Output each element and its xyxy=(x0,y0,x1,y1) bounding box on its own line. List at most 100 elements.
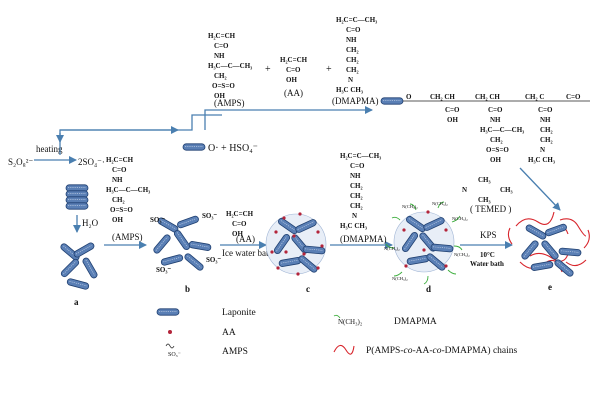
svg-text:NH: NH xyxy=(214,52,225,60)
svg-text:C=O: C=O xyxy=(566,93,581,101)
svg-text:C=O: C=O xyxy=(538,106,553,114)
dmapma-structure-mid: H₂C=C—CH₃ C=O NH CH₂ CH₂ CH₂ N H₃C CH₃ (… xyxy=(340,152,387,244)
svg-text:OH: OH xyxy=(447,116,458,124)
svg-text:C=O: C=O xyxy=(232,220,247,228)
legend-dmapma-label: DMAPMA xyxy=(394,317,437,327)
legend-chains-label: P(AMPS-co-AA-co-DMAPMA) chains xyxy=(366,345,518,356)
plus-sign-1: + xyxy=(265,64,271,75)
stage-label-d: d xyxy=(426,284,431,294)
svg-text:C=O: C=O xyxy=(488,106,503,114)
laponite-radical-disc xyxy=(182,143,206,151)
svg-text:CH₂ C: CH₂ C xyxy=(525,93,544,101)
svg-text:OH: OH xyxy=(232,230,243,238)
legend-aa-label: AA xyxy=(222,328,236,338)
legend-amps-label: AMPS xyxy=(222,347,248,357)
kps-label: KPS xyxy=(480,230,497,240)
svg-text:N(CH₃)₂: N(CH₃)₂ xyxy=(432,201,448,206)
svg-text:O: O xyxy=(406,93,412,101)
svg-text:H₂C=CH: H₂C=CH xyxy=(226,210,254,218)
svg-text:C=O: C=O xyxy=(445,106,460,114)
svg-text:SO₃⁻: SO₃⁻ xyxy=(150,216,165,224)
svg-text:N: N xyxy=(540,146,545,154)
amps-structure-top: H₂C=CH C=O NH H₃C—C—CH₃ CH₂ O=S=O OH (AM… xyxy=(208,32,252,108)
svg-text:H₂C=CH: H₂C=CH xyxy=(208,32,236,40)
legend-dmapma-icon: N(CH₃)₂ xyxy=(333,314,363,326)
amps-name-top: (AMPS) xyxy=(214,98,245,108)
svg-text:H₂C=CH: H₂C=CH xyxy=(280,56,308,64)
dmapma-name-top: (DMAPMA) xyxy=(332,96,379,106)
temp-label: 10°C xyxy=(480,251,495,259)
svg-text:Ice water bath: Ice water bath xyxy=(222,248,273,258)
svg-text:O=S=O: O=S=O xyxy=(110,206,133,214)
svg-text:CH₂ CH: CH₂ CH xyxy=(430,93,455,101)
svg-text:CH₃: CH₃ xyxy=(478,196,491,204)
legend-amps-icon: SO₃⁻ xyxy=(165,343,181,358)
sulfate-radical-label: 2SO₄⁻· xyxy=(78,157,105,167)
svg-text:CH₂: CH₂ xyxy=(346,46,359,54)
svg-text:SO₃⁻: SO₃⁻ xyxy=(206,256,221,264)
stage-c-laponite xyxy=(265,212,327,276)
svg-text:CH₃: CH₃ xyxy=(500,186,513,194)
svg-text:CH₂: CH₂ xyxy=(540,136,553,144)
svg-text:SO₃⁻: SO₃⁻ xyxy=(168,352,181,358)
svg-text:O=S=O: O=S=O xyxy=(486,146,509,154)
svg-text:CH₂: CH₂ xyxy=(350,182,363,190)
svg-text:CH₂: CH₂ xyxy=(346,56,359,64)
svg-text:(DMAPMA): (DMAPMA) xyxy=(340,234,387,244)
aa-name-top: (AA) xyxy=(284,88,303,98)
svg-text:N: N xyxy=(462,186,467,194)
svg-text:H₂C=C—CH₃: H₂C=C—CH₃ xyxy=(336,16,377,24)
stage-label-c: c xyxy=(306,284,310,294)
svg-text:(AA): (AA) xyxy=(236,234,255,244)
svg-text:N(CH₃)₂: N(CH₃)₂ xyxy=(454,252,470,257)
water-bath-label: Water bath xyxy=(470,260,504,268)
svg-text:NH: NH xyxy=(490,116,501,124)
svg-text:H₃C CH₃: H₃C CH₃ xyxy=(336,86,363,94)
legend-aa-icon xyxy=(168,330,172,334)
svg-text:H₂C=CH: H₂C=CH xyxy=(106,156,134,164)
stage-e-hydrogel xyxy=(507,211,590,278)
stage-b-laponite: SO₃⁻ SO₃⁻ SO₃⁻ SO₃⁻ xyxy=(150,212,221,274)
svg-text:H₂C=C—CH₃: H₂C=C—CH₃ xyxy=(340,152,381,160)
svg-text:C=O: C=O xyxy=(346,26,361,34)
svg-text:OH: OH xyxy=(286,76,297,84)
polymer-chain-structure: O CH₂ CH CH₂ CH CH₂ C C=O C=O C=O C=O OH… xyxy=(380,93,590,164)
svg-text:N(CH₃)₂: N(CH₃)₂ xyxy=(402,204,418,209)
svg-text:OH: OH xyxy=(112,216,123,224)
svg-text:CH₂: CH₂ xyxy=(346,66,359,74)
svg-text:CH₂: CH₂ xyxy=(112,196,125,204)
svg-text:H₂O: H₂O xyxy=(82,218,99,228)
svg-text:H₃C CH₃: H₃C CH₃ xyxy=(528,156,555,164)
legend: Laponite AA SO₃⁻ AMPS N(CH₃)₂ DMAPMA P(A… xyxy=(156,308,518,358)
stage-label-e: e xyxy=(548,282,552,292)
svg-text:NH: NH xyxy=(540,116,551,124)
svg-text:SO₃⁻: SO₃⁻ xyxy=(156,266,171,274)
stage-label-a: a xyxy=(74,297,79,307)
svg-text:C=O: C=O xyxy=(214,42,229,50)
stage-label-b: b xyxy=(185,284,190,294)
stage-d-laponite: N(CH₃)₂N(CH₃)₂ N(CH₃)₂N(CH₃)₂ N(CH₃)₂N(C… xyxy=(384,201,470,285)
svg-text:(AMPS): (AMPS) xyxy=(112,232,143,242)
svg-text:N(CH₃)₂: N(CH₃)₂ xyxy=(338,318,363,326)
svg-text:N(CH₃)₂: N(CH₃)₂ xyxy=(392,276,408,281)
svg-text:CH₃: CH₃ xyxy=(478,176,491,184)
aa-structure-top: H₂C=CH C=O OH (AA) xyxy=(280,56,308,98)
svg-text:H₃C—C—CH₃: H₃C—C—CH₃ xyxy=(106,186,150,194)
svg-text:CH₂: CH₂ xyxy=(490,136,503,144)
svg-text:N: N xyxy=(352,212,357,220)
legend-chain-icon xyxy=(333,344,355,355)
persulfate-label: S₂O₈²⁻ xyxy=(8,157,33,167)
stage-a-laponite: H₂O xyxy=(59,184,99,291)
dmapma-structure-top: H₂C=C—CH₃ C=O NH CH₂ CH₂ CH₂ N H₃C CH₃ (… xyxy=(332,16,379,106)
svg-text:H₃C—C—CH₃: H₃C—C—CH₃ xyxy=(208,62,252,70)
svg-text:O=S=O: O=S=O xyxy=(212,82,235,90)
svg-text:NH: NH xyxy=(350,172,361,180)
chain-to-e-arrow xyxy=(519,167,561,211)
svg-text:CH₂: CH₂ xyxy=(350,202,363,210)
svg-text:H₃C CH₃: H₃C CH₃ xyxy=(340,222,367,230)
aa-structure-mid: H₂C=CH C=O OH (AA) Ice water bath xyxy=(222,210,273,258)
svg-text:CH₂ CH: CH₂ CH xyxy=(475,93,500,101)
heating-label: heating xyxy=(36,144,63,154)
radical-product-label: O· + HSO₄⁻ xyxy=(208,143,258,154)
